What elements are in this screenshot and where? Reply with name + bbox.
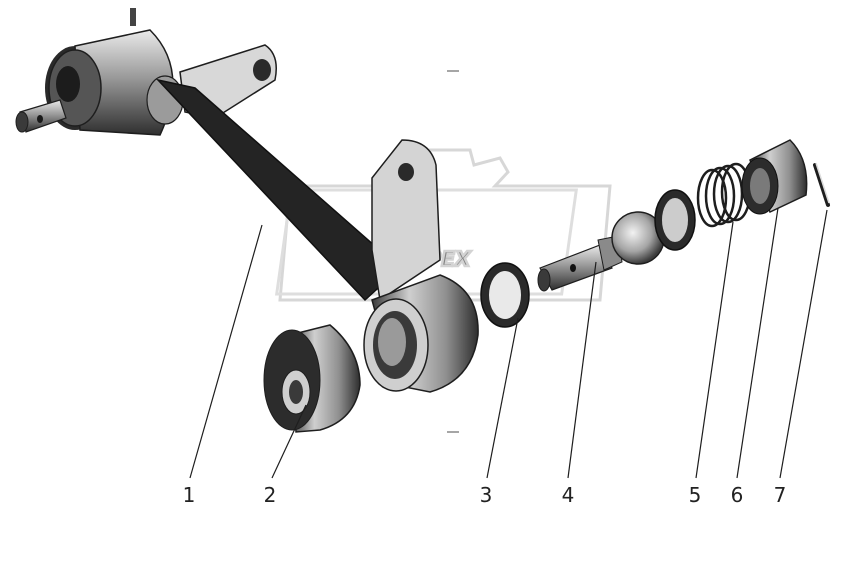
callout-7: 7: [774, 483, 787, 507]
callout-6: 6: [731, 483, 744, 507]
part-2-bushing: [263, 324, 361, 433]
leader-3: [486, 317, 519, 479]
leader-5: [695, 221, 734, 479]
leader-lines: [189, 207, 828, 479]
callout-labels: 1 2 3 4 5 6 7: [183, 483, 787, 507]
leader-4: [567, 261, 597, 479]
part-6-plug: [741, 139, 808, 215]
part-7-cotter-pin: [813, 162, 830, 207]
callout-3: 3: [480, 483, 493, 507]
leader-6: [736, 207, 779, 479]
part-5-spring: [696, 162, 752, 228]
leader-7: [779, 209, 828, 479]
part-1-lever-arm: [15, 8, 479, 393]
callout-1: 1: [183, 483, 196, 507]
leader-1: [189, 224, 263, 479]
callout-4: 4: [562, 483, 575, 507]
part-washer: [654, 189, 696, 251]
part-3-ring: [480, 262, 530, 328]
callout-5: 5: [689, 483, 702, 507]
part-4-ball-pin: [537, 211, 665, 292]
callout-2: 2: [264, 483, 277, 507]
leader-2: [271, 404, 307, 479]
